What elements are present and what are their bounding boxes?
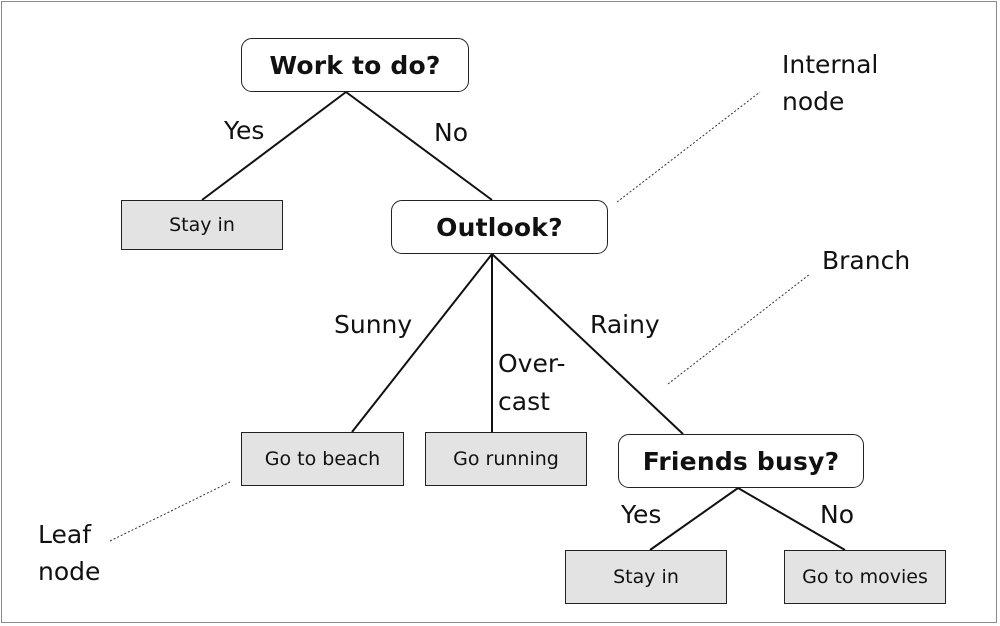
branch-label-root-no: No <box>434 118 468 147</box>
branch-label-overcast-line1: Over- <box>498 349 566 378</box>
pointer-branch <box>667 273 811 385</box>
annotation-leaf-node-line2: node <box>38 557 101 586</box>
edge-outlook-friends <box>491 253 684 435</box>
branch-label-friends-yes: Yes <box>621 500 662 529</box>
node-work-to-do: Work to do? <box>241 38 469 92</box>
leaf-go-to-beach: Go to beach <box>241 432 404 486</box>
leaf-stay-in-2-label: Stay in <box>613 566 679 588</box>
annotation-branch: Branch <box>822 246 911 275</box>
node-work-to-do-label: Work to do? <box>269 50 441 80</box>
annotation-leaf-node: Leaf node <box>38 516 100 590</box>
branch-label-overcast: Over- cast <box>498 345 566 421</box>
leaf-stay-in-2: Stay in <box>565 550 727 604</box>
branch-label-sunny: Sunny <box>334 310 413 339</box>
edge-root-stay-in <box>201 91 347 201</box>
annotation-internal-node-line1: Internal <box>782 50 879 79</box>
branch-label-rainy: Rainy <box>590 310 660 339</box>
edge-friends-stay-in <box>649 487 739 551</box>
branch-label-root-yes: Yes <box>224 116 265 145</box>
pointer-leaf-node <box>109 481 231 542</box>
leaf-go-to-beach-label: Go to beach <box>264 448 381 470</box>
leaf-go-to-movies-label: Go to movies <box>802 566 928 588</box>
edge-root-outlook <box>345 91 493 201</box>
node-friends-busy: Friends busy? <box>618 434 864 488</box>
leaf-go-to-movies: Go to movies <box>784 550 946 604</box>
edge-outlook-beach <box>351 253 493 433</box>
branch-label-overcast-line2: cast <box>498 387 550 416</box>
leaf-go-running-label: Go running <box>453 448 559 470</box>
annotation-leaf-node-line1: Leaf <box>38 520 91 549</box>
annotation-internal-node: Internal node <box>782 46 878 120</box>
annotation-internal-node-line2: node <box>782 87 845 116</box>
leaf-go-running: Go running <box>425 432 587 486</box>
node-outlook-label: Outlook? <box>436 212 563 242</box>
pointer-internal-node <box>616 91 761 203</box>
branch-label-friends-no: No <box>820 500 854 529</box>
edge-friends-movies <box>737 487 846 551</box>
node-outlook: Outlook? <box>391 200 608 254</box>
leaf-stay-in-1: Stay in <box>121 200 283 250</box>
leaf-stay-in-1-label: Stay in <box>169 214 235 236</box>
node-friends-busy-label: Friends busy? <box>642 446 840 476</box>
